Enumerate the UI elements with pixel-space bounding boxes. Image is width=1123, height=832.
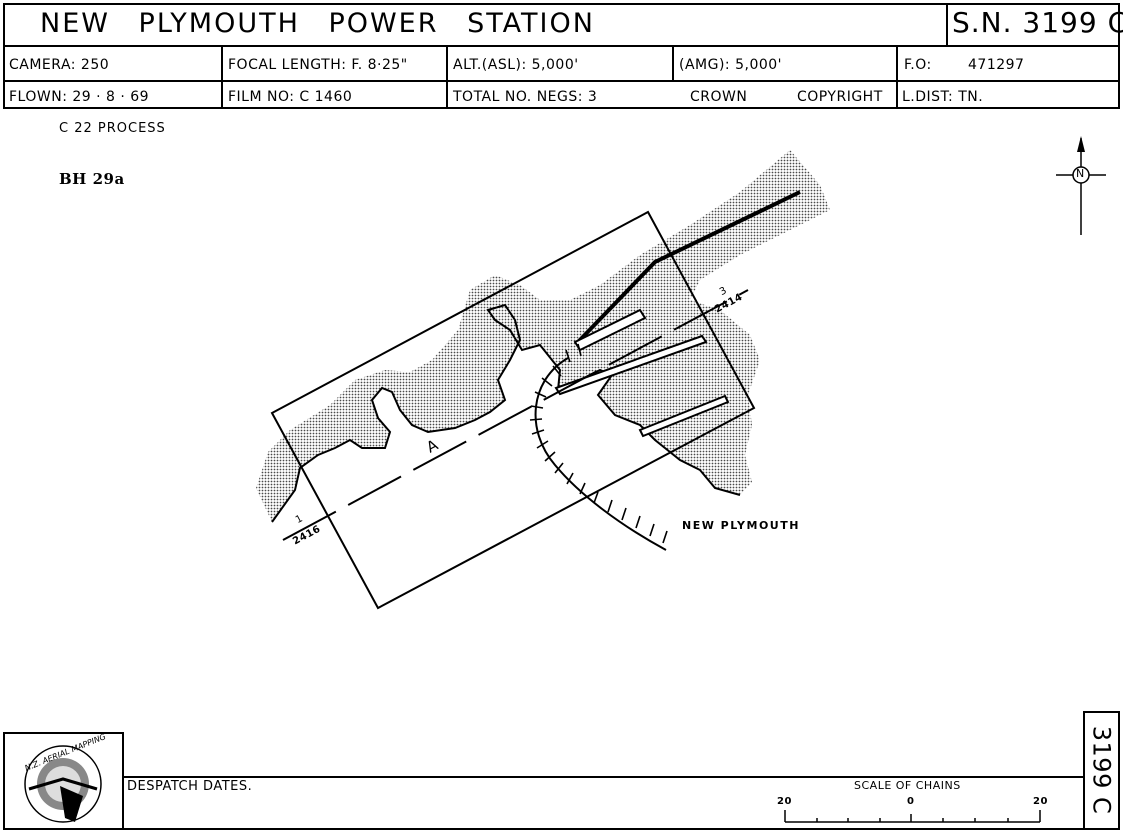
- film-no-field: FILM NO: C 1460: [228, 89, 353, 105]
- scale-mid-value: 0: [907, 796, 915, 807]
- scale-left-value: 20: [777, 796, 792, 807]
- col-divider-3: [672, 45, 674, 80]
- footer-bottom-line: [3, 828, 1120, 830]
- coastline: [271, 303, 741, 523]
- crown-text: CROWN: [690, 89, 748, 105]
- coastline-shading: [256, 150, 830, 522]
- fo-label: F.O:: [904, 57, 932, 73]
- flight-line-a: [282, 289, 749, 541]
- railway-ties: [529, 343, 668, 544]
- side-id: 3199 C: [1087, 725, 1116, 815]
- north-arrow-icon: [1056, 136, 1106, 235]
- process-note: C 22 PROCESS: [59, 121, 166, 136]
- col-divider-2: [446, 45, 448, 109]
- map-title: NEW PLYMOUTH POWER STATION: [40, 8, 595, 39]
- header-divider-1: [3, 45, 1120, 47]
- despatch-dates-label: DESPATCH DATES.: [127, 779, 253, 794]
- bh-label: BH 29a: [59, 170, 125, 188]
- scale-bar: [784, 810, 1041, 823]
- col-divider-1: [221, 45, 223, 109]
- focal-length-field: FOCAL LENGTH: F. 8·25": [228, 57, 408, 73]
- photo-coverage-frame: [270, 210, 756, 610]
- sn-divider: [946, 3, 948, 45]
- scale-right-value: 20: [1033, 796, 1048, 807]
- north-label: N: [1076, 167, 1085, 180]
- scale-title: SCALE OF CHAINS: [854, 779, 961, 792]
- col-divider-4: [896, 45, 898, 109]
- l-dist-field: L.DIST: TN.: [902, 89, 984, 105]
- total-negs-field: TOTAL NO. NEGS: 3: [453, 89, 598, 105]
- amg-field: (AMG): 5,000': [679, 57, 783, 73]
- header-divider-2: [3, 80, 1120, 82]
- wharf-2: [638, 394, 730, 438]
- camera-field: CAMERA: 250: [9, 57, 110, 73]
- copyright-text: COPYRIGHT: [797, 89, 883, 105]
- alt-asl-field: ALT.(ASL): 5,000': [453, 57, 579, 73]
- fo-value: 471297: [968, 57, 1025, 73]
- side-id-box: [1083, 711, 1120, 830]
- flown-field: FLOWN: 29 · 8 · 69: [9, 89, 150, 105]
- aerial-mapping-logo: [24, 745, 102, 823]
- place-label: NEW PLYMOUTH: [682, 519, 800, 532]
- serial-number: S.N. 3199 C: [952, 6, 1123, 39]
- breakwater-main: [576, 190, 801, 344]
- header-table: [3, 3, 1120, 109]
- railway-line: [534, 357, 667, 551]
- footer-top-line: [122, 776, 1084, 778]
